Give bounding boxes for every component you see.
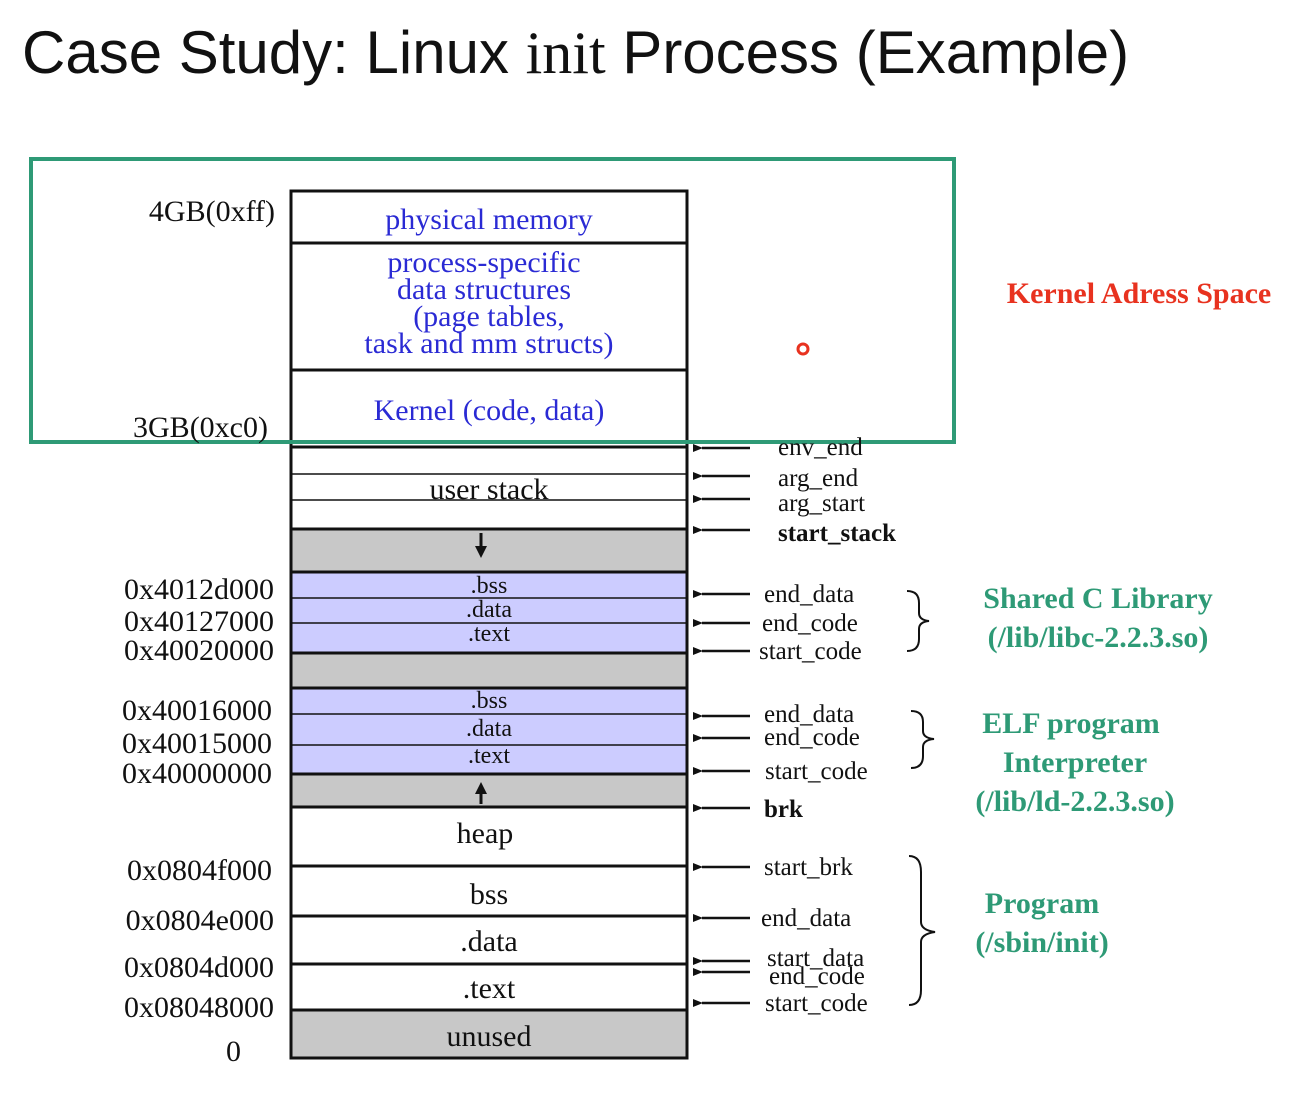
prog-text-block [289, 962, 689, 1012]
prog-end-code-label: end_code [769, 963, 865, 990]
title-prefix: Case Study: Linux [22, 19, 526, 86]
libc-data-label: .data [466, 597, 512, 623]
kernel-code-label: Kernel (code, data) [374, 394, 605, 427]
arg-end-label: arg_end [778, 465, 859, 492]
libc-gap-block [289, 651, 689, 690]
libc-bss-label: .bss [471, 573, 508, 599]
libc-text-label: .text [468, 621, 510, 647]
prog-text-label: .text [463, 972, 516, 1005]
prog-bss-block [289, 864, 689, 918]
arg-start-label: arg_start [778, 490, 865, 517]
pointer-arrows [693, 444, 750, 1007]
addr-prog-base: 0x08048000 [124, 991, 274, 1024]
prog-bss-label: bss [470, 878, 508, 911]
libc-end-data-label: end_data [764, 581, 854, 608]
start-stack-label: start_stack [778, 520, 896, 547]
libc-block [289, 570, 689, 655]
ld-start-code-label: start_code [765, 758, 868, 785]
libc-region-line-2: (/lib/libc-2.2.3.so) [988, 621, 1209, 654]
brk-label: brk [764, 796, 803, 823]
addr-ld-bss: 0x40016000 [122, 694, 272, 727]
ld-data-label: .data [466, 716, 512, 742]
thin-dividers [291, 473, 687, 746]
title-init: init [525, 20, 606, 86]
process-specific-line-3: (page tables, [413, 300, 565, 333]
prog-start-code-label: start_code [765, 990, 868, 1017]
process-specific-line-4: task and mm structs) [364, 327, 613, 360]
process-specific-line-1: process-specific [387, 246, 580, 279]
process-specific-line-2: data structures [397, 273, 571, 306]
ld-bss-label: .bss [471, 688, 508, 714]
ld-end-data-label: end_data [764, 701, 854, 728]
memory-column [289, 189, 689, 1060]
libc-region-line-1: Shared C Library [983, 582, 1212, 615]
addr-prog-text: 0x0804d000 [124, 951, 274, 984]
program-region-line-2: (/sbin/init) [975, 926, 1108, 959]
addr-4gb: 4GB(0xff) [149, 195, 275, 228]
page-title: Case Study: Linux init Process (Example) [22, 18, 1129, 88]
start-brk-label: start_brk [764, 854, 853, 881]
ld-region-line-1: ELF program [982, 707, 1160, 740]
libc-start-code-label: start_code [759, 638, 862, 665]
addr-ld-text: 0x40000000 [122, 757, 272, 790]
ld-text-label: .text [468, 743, 510, 769]
kernel-space-box [29, 157, 956, 444]
user-stack-label: user stack [429, 473, 548, 506]
prog-end-data-label: end_data [761, 905, 851, 932]
title-suffix: Process (Example) [605, 19, 1130, 86]
heap-gap-block [289, 772, 689, 809]
kernel-space-label: Kernel Adress Space [1007, 277, 1271, 310]
ld-brace-icon [910, 710, 935, 769]
unused-block [289, 1008, 689, 1060]
stack-gap-block [289, 527, 689, 574]
ld-region-line-3: (/lib/ld-2.2.3.so) [975, 785, 1174, 818]
program-region-line-1: Program [985, 887, 1099, 920]
ld-region-line-2: Interpreter [1003, 746, 1147, 779]
addr-prog-bss: 0x0804f000 [127, 854, 272, 887]
addr-prog-data: 0x0804e000 [126, 904, 274, 937]
unused-label: unused [447, 1020, 532, 1053]
physical-memory-label: physical memory [385, 203, 592, 236]
addr-libc-data: 0x40127000 [124, 605, 274, 638]
env-end-label: env_end [778, 434, 863, 461]
physical-memory-block [289, 189, 689, 245]
ld-block [289, 686, 689, 776]
addr-ld-data: 0x40015000 [122, 727, 272, 760]
addr-3gb: 3GB(0xc0) [133, 411, 268, 444]
heap-label: heap [457, 817, 514, 850]
addr-libc-bss: 0x4012d000 [124, 573, 274, 606]
prog-data-label: .data [460, 925, 517, 958]
libc-end-code-label: end_code [762, 610, 858, 637]
addr-libc-text: 0x40020000 [124, 634, 274, 667]
prog-data-block [289, 914, 689, 966]
program-brace-icon [908, 855, 936, 1006]
prog-start-data-label: start_data [767, 945, 864, 972]
ld-end-code-label: end_code [764, 724, 860, 751]
libc-brace-icon [906, 590, 930, 652]
addr-zero: 0 [226, 1035, 241, 1068]
braces [906, 590, 936, 1006]
cursor-dot [796, 342, 810, 356]
